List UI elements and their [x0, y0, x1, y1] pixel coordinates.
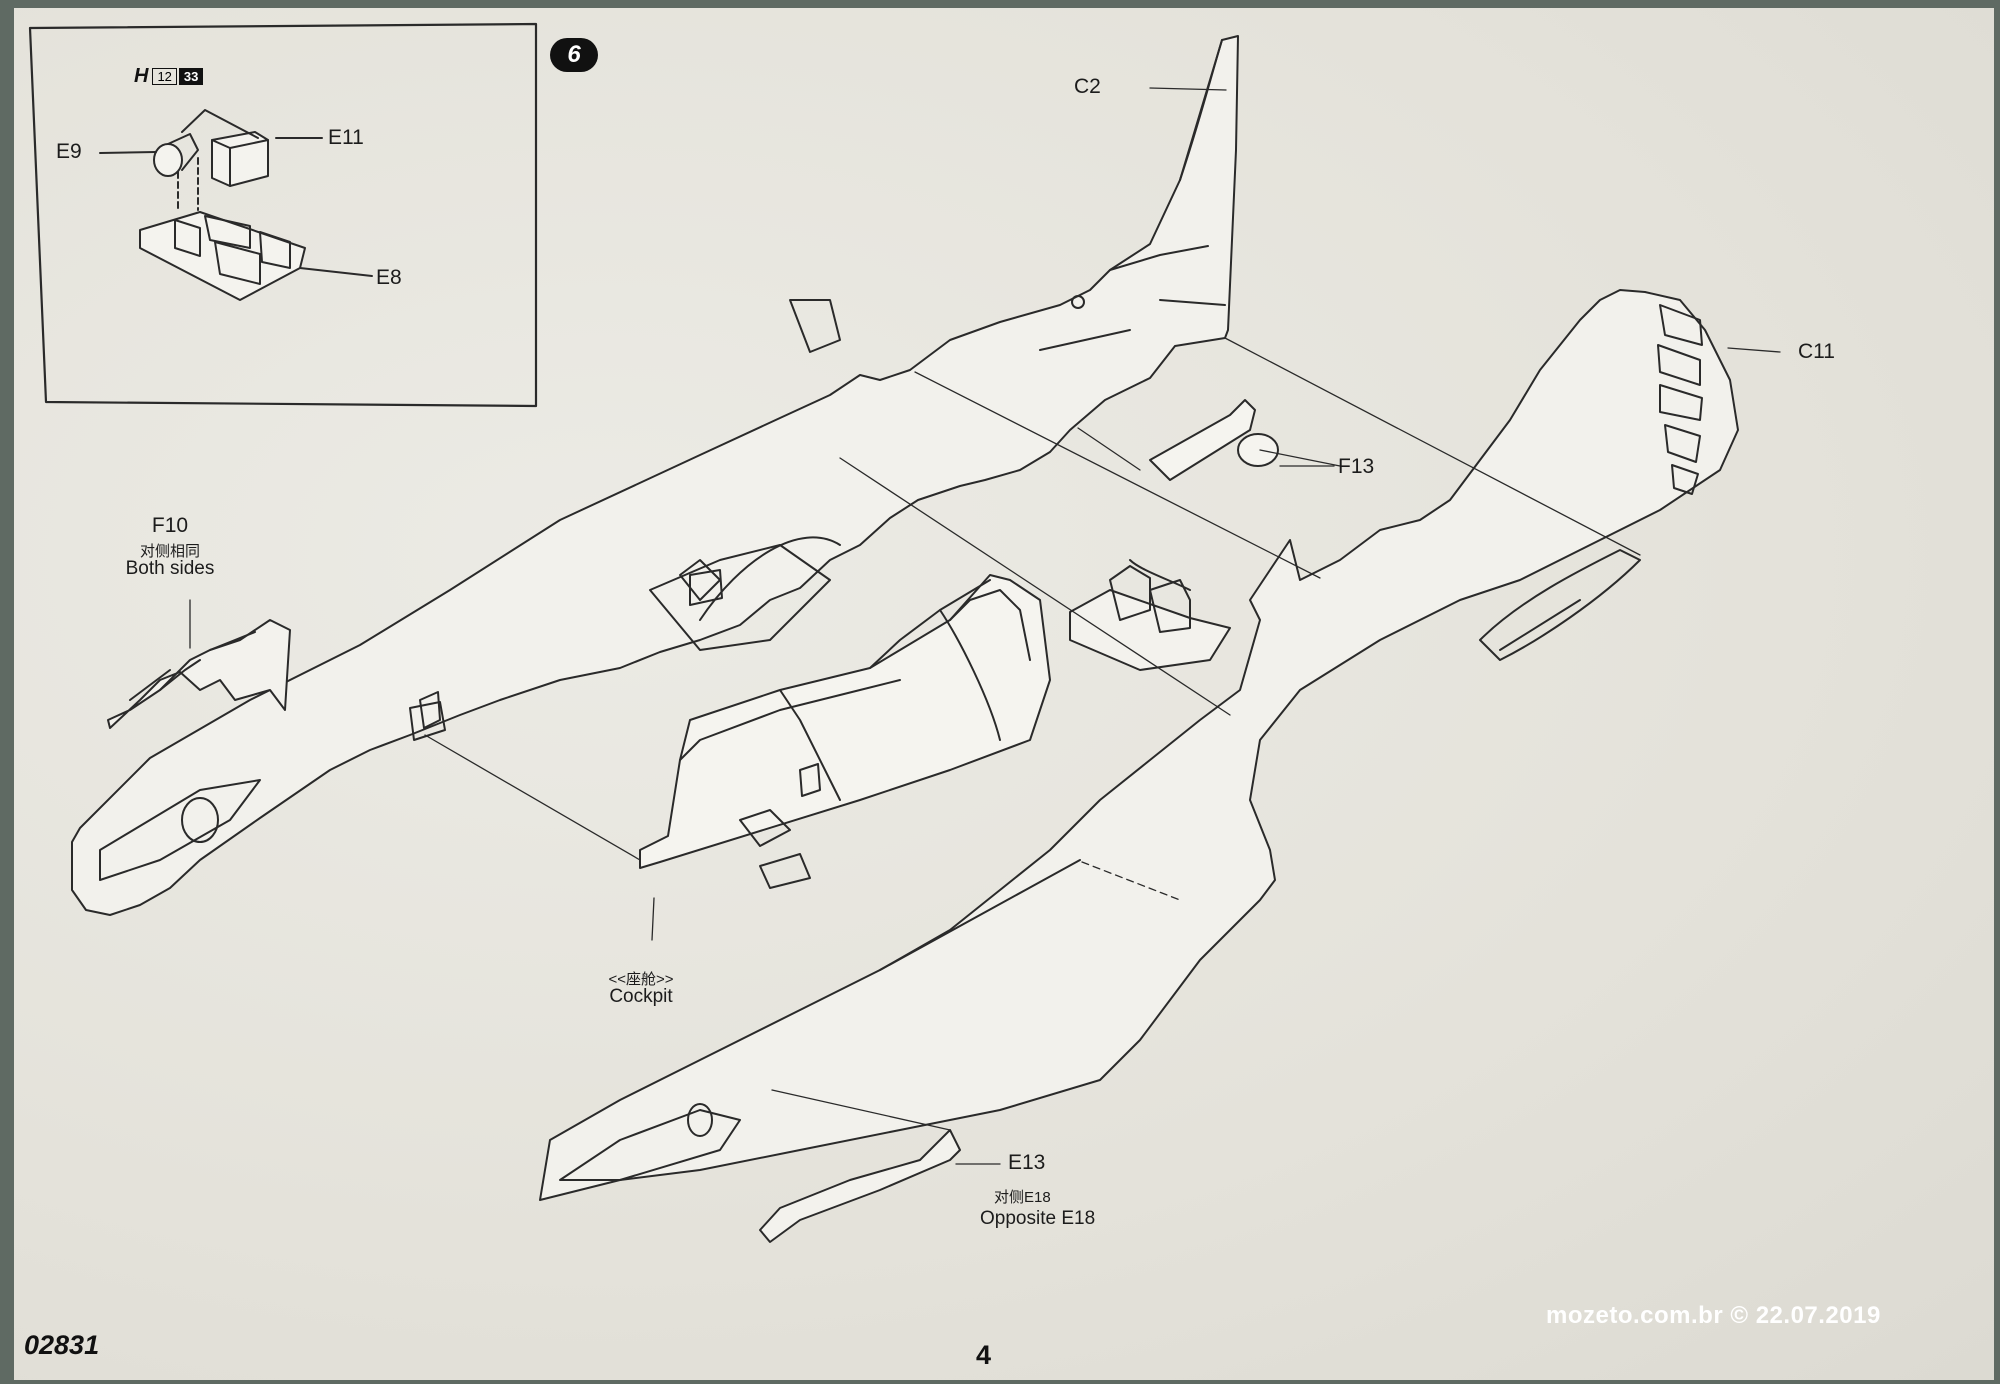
cockpit-tub [639, 574, 1051, 869]
paint-code-box: 12 [152, 67, 177, 85]
label-e8: E8 [376, 266, 402, 289]
inset-frame [28, 22, 538, 408]
label-e18-en: Opposite E18 [980, 1208, 1096, 1229]
label-e9: E9 [56, 140, 82, 163]
paint-letter: H [134, 64, 149, 87]
paint-reference: H 12 33 [134, 64, 205, 87]
label-cockpit-en: Cockpit [609, 986, 673, 1007]
label-e18-cn: 对侧E18 [994, 1189, 1051, 1206]
label-c11: C11 [1798, 340, 1835, 363]
label-f13: F13 [1338, 455, 1375, 478]
paint-code-box-dark: 33 [178, 67, 204, 85]
step-number-badge: 6 [550, 38, 598, 72]
label-f10-note-cn: 对侧相同 [139, 543, 200, 560]
label-f10-note-en: Both sides [125, 558, 215, 579]
label-e13: E13 [1008, 1151, 1046, 1174]
subassembly-parts [99, 109, 373, 301]
watermark: mozeto.com.br © 22.07.2019 [1546, 1302, 1881, 1329]
fuselage-right-half [539, 289, 1739, 1201]
label-cockpit-cn: <<座舱>> [608, 971, 674, 988]
fuselage-left-half [71, 35, 1239, 916]
label-c2: C2 [1074, 75, 1101, 98]
kit-number: 02831 [24, 1330, 100, 1360]
page-number: 4 [976, 1340, 992, 1370]
label-e11: E11 [328, 126, 364, 149]
label-f10: F10 [151, 514, 189, 537]
